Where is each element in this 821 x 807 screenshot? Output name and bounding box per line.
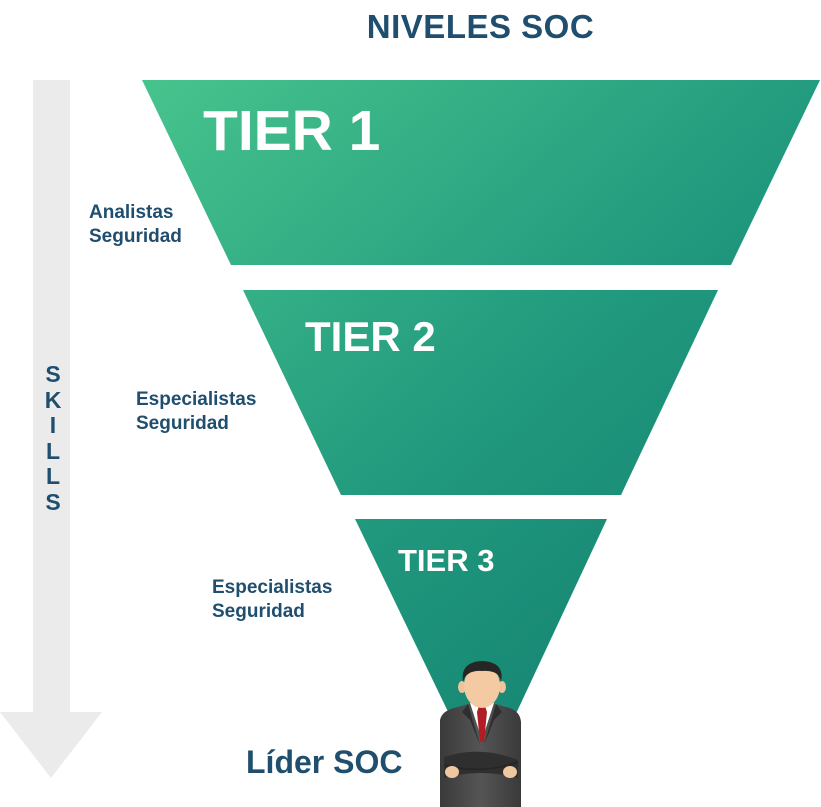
tier-1-role-line-1: Analistas bbox=[89, 202, 174, 223]
tier-2-role-line-2: Seguridad bbox=[136, 413, 229, 434]
leader-avatar bbox=[440, 661, 521, 807]
tier-1-role: Analistas Seguridad bbox=[89, 201, 182, 249]
skills-letter: L bbox=[45, 463, 61, 489]
page-title: NIVELES SOC bbox=[366, 8, 595, 45]
skills-letter: K bbox=[44, 386, 62, 413]
skills-label: S K I L L S bbox=[38, 361, 68, 515]
tier-2-label: TIER 2 bbox=[305, 313, 436, 360]
tier-1-role-line-2: Seguridad bbox=[89, 226, 182, 247]
tier-3-role: Especialistas Seguridad bbox=[212, 576, 332, 624]
skills-letter: L bbox=[45, 437, 61, 464]
tier-3-segment bbox=[355, 519, 607, 780]
skills-letter: S bbox=[45, 361, 61, 387]
tier-1-segment bbox=[142, 80, 820, 265]
skills-letter: I bbox=[49, 412, 57, 438]
tier-3-label: TIER 3 bbox=[398, 543, 495, 578]
tier-3-role-line-2: Seguridad bbox=[212, 601, 305, 622]
tier-1-label: TIER 1 bbox=[203, 99, 381, 163]
tier-2-segment bbox=[243, 290, 718, 495]
leader-label: Líder SOC bbox=[246, 744, 403, 780]
skills-letter: S bbox=[45, 488, 61, 515]
tier-2-role-line-1: Especialistas bbox=[136, 389, 257, 410]
tier-3-role-line-1: Especialistas bbox=[212, 577, 333, 598]
tier-2-role: Especialistas Seguridad bbox=[136, 388, 256, 436]
skills-arrow bbox=[0, 80, 102, 778]
